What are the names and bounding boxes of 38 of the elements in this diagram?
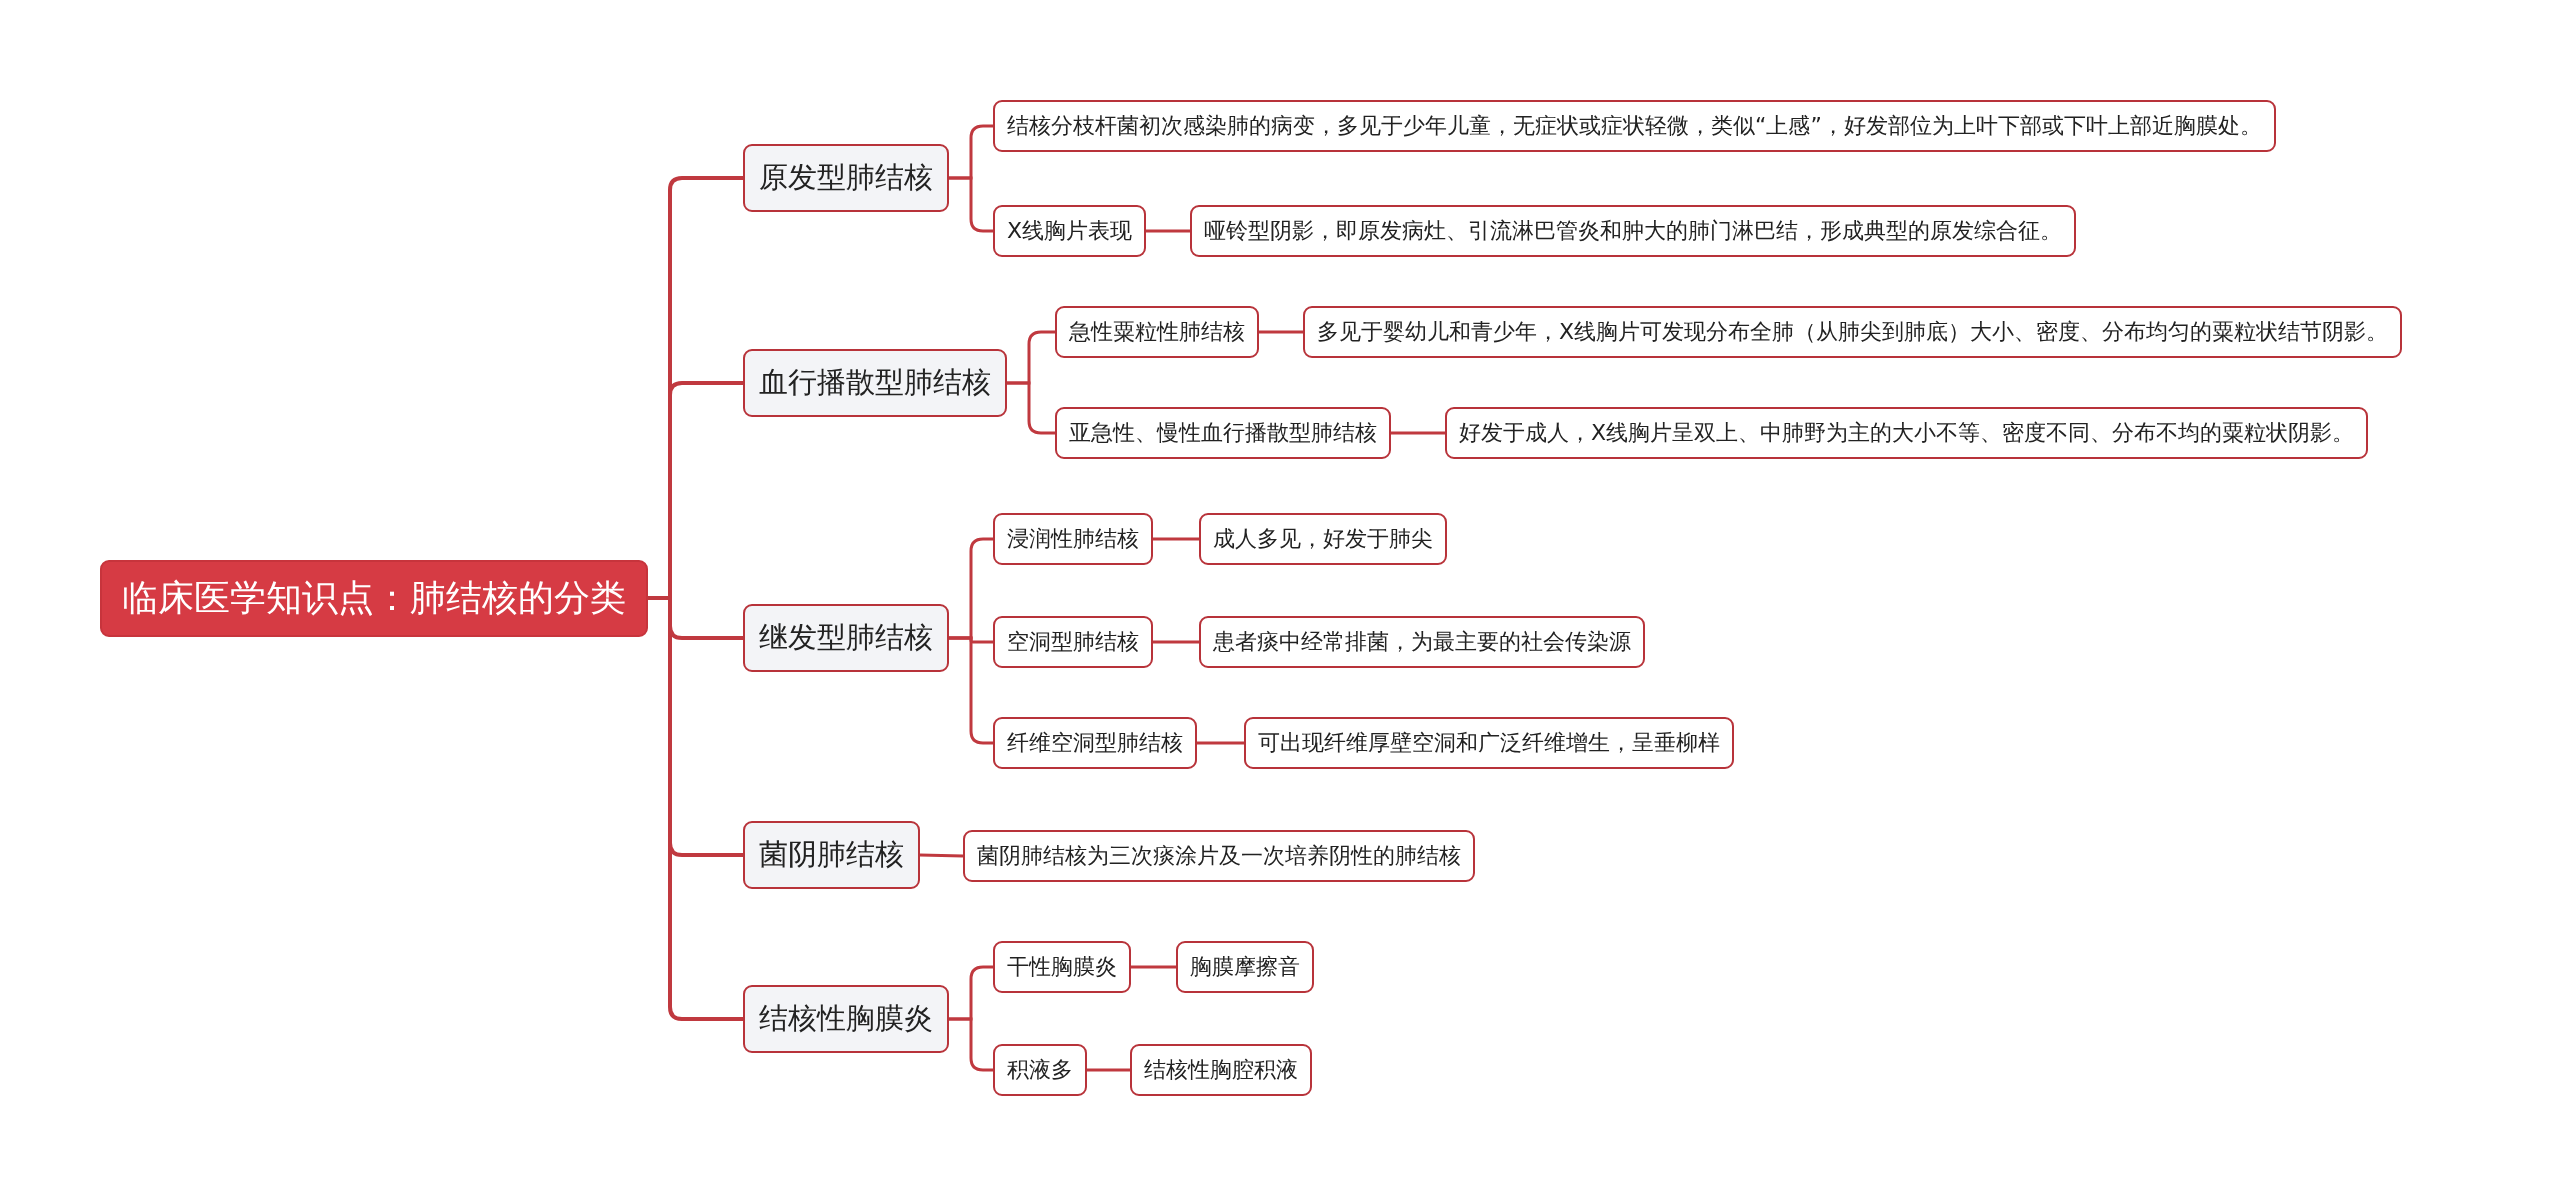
subtopic-box: 患者痰中经常排菌，为最主要的社会传染源 [1199,616,1645,668]
connector-line [1153,640,1199,644]
topic-box: 血行播散型肺结核 [743,349,1007,417]
subtopic-box: 结核性胸腔积液 [1130,1044,1312,1096]
connector-line [949,636,993,745]
subtopic-box: 干性胸膜炎 [993,941,1131,993]
subtopic-box: 纤维空洞型肺结核 [993,717,1197,769]
subtopic-box: 积液多 [993,1044,1087,1096]
connector-line [1131,965,1176,969]
topic-box: 菌阴肺结核 [743,821,920,889]
connector-line [1197,741,1244,745]
connector-line [1146,229,1190,233]
subtopic-box: 多见于婴幼儿和青少年，X线胸片可发现分布全肺（从肺尖到肺底）大小、密度、分布均匀的粟粒状结节阴影。 [1303,306,2403,358]
subtopic-box: 空洞型肺结核 [993,616,1153,668]
connector-line [1087,1068,1130,1072]
root-topic-box: 临床医学知识点：肺结核的分类 [100,559,648,637]
connector-line [949,176,993,233]
connector-line [1391,431,1445,435]
connector-line [648,596,743,1021]
subtopic-box: 菌阴肺结核为三次痰涂片及一次培养阴性的肺结核 [963,830,1475,882]
subtopic-box: 结核分枝杆菌初次感染肺的病变，多见于少年儿童，无症状或症状轻微，类似“上感”，好发部位为上叶下部或下叶上部近胸膜处。 [993,100,2276,152]
subtopic-box: 浸润性肺结核 [993,513,1153,565]
subtopic-box: 可出现纤维厚壁空洞和广泛纤维增生，呈垂柳样 [1244,717,1734,769]
subtopic-box: X线胸片表现 [993,205,1147,257]
connector-line [919,853,964,858]
subtopic-box: 成人多见，好发于肺尖 [1199,513,1447,565]
connector-line [1153,537,1199,541]
topic-box: 原发型肺结核 [743,144,949,212]
topic-box: 结核性胸膜炎 [743,985,949,1053]
subtopic-box: 哑铃型阴影，即原发病灶、引流淋巴管炎和肿大的肺门淋巴结，形成典型的原发综合征。 [1190,205,2076,257]
connector-line [949,1017,993,1072]
topic-box: 继发型肺结核 [743,604,949,672]
connector-line [1007,381,1055,435]
subtopic-box: 好发于成人，X线胸片呈双上、中肺野为主的大小不等、密度不同、分布不均的粟粒状阴影。 [1445,407,2369,459]
subtopic-box: 亚急性、慢性血行播散型肺结核 [1055,407,1391,459]
subtopic-box: 急性粟粒性肺结核 [1055,306,1259,358]
subtopic-box: 胸膜摩擦音 [1176,941,1314,993]
connector-line [1259,330,1303,334]
